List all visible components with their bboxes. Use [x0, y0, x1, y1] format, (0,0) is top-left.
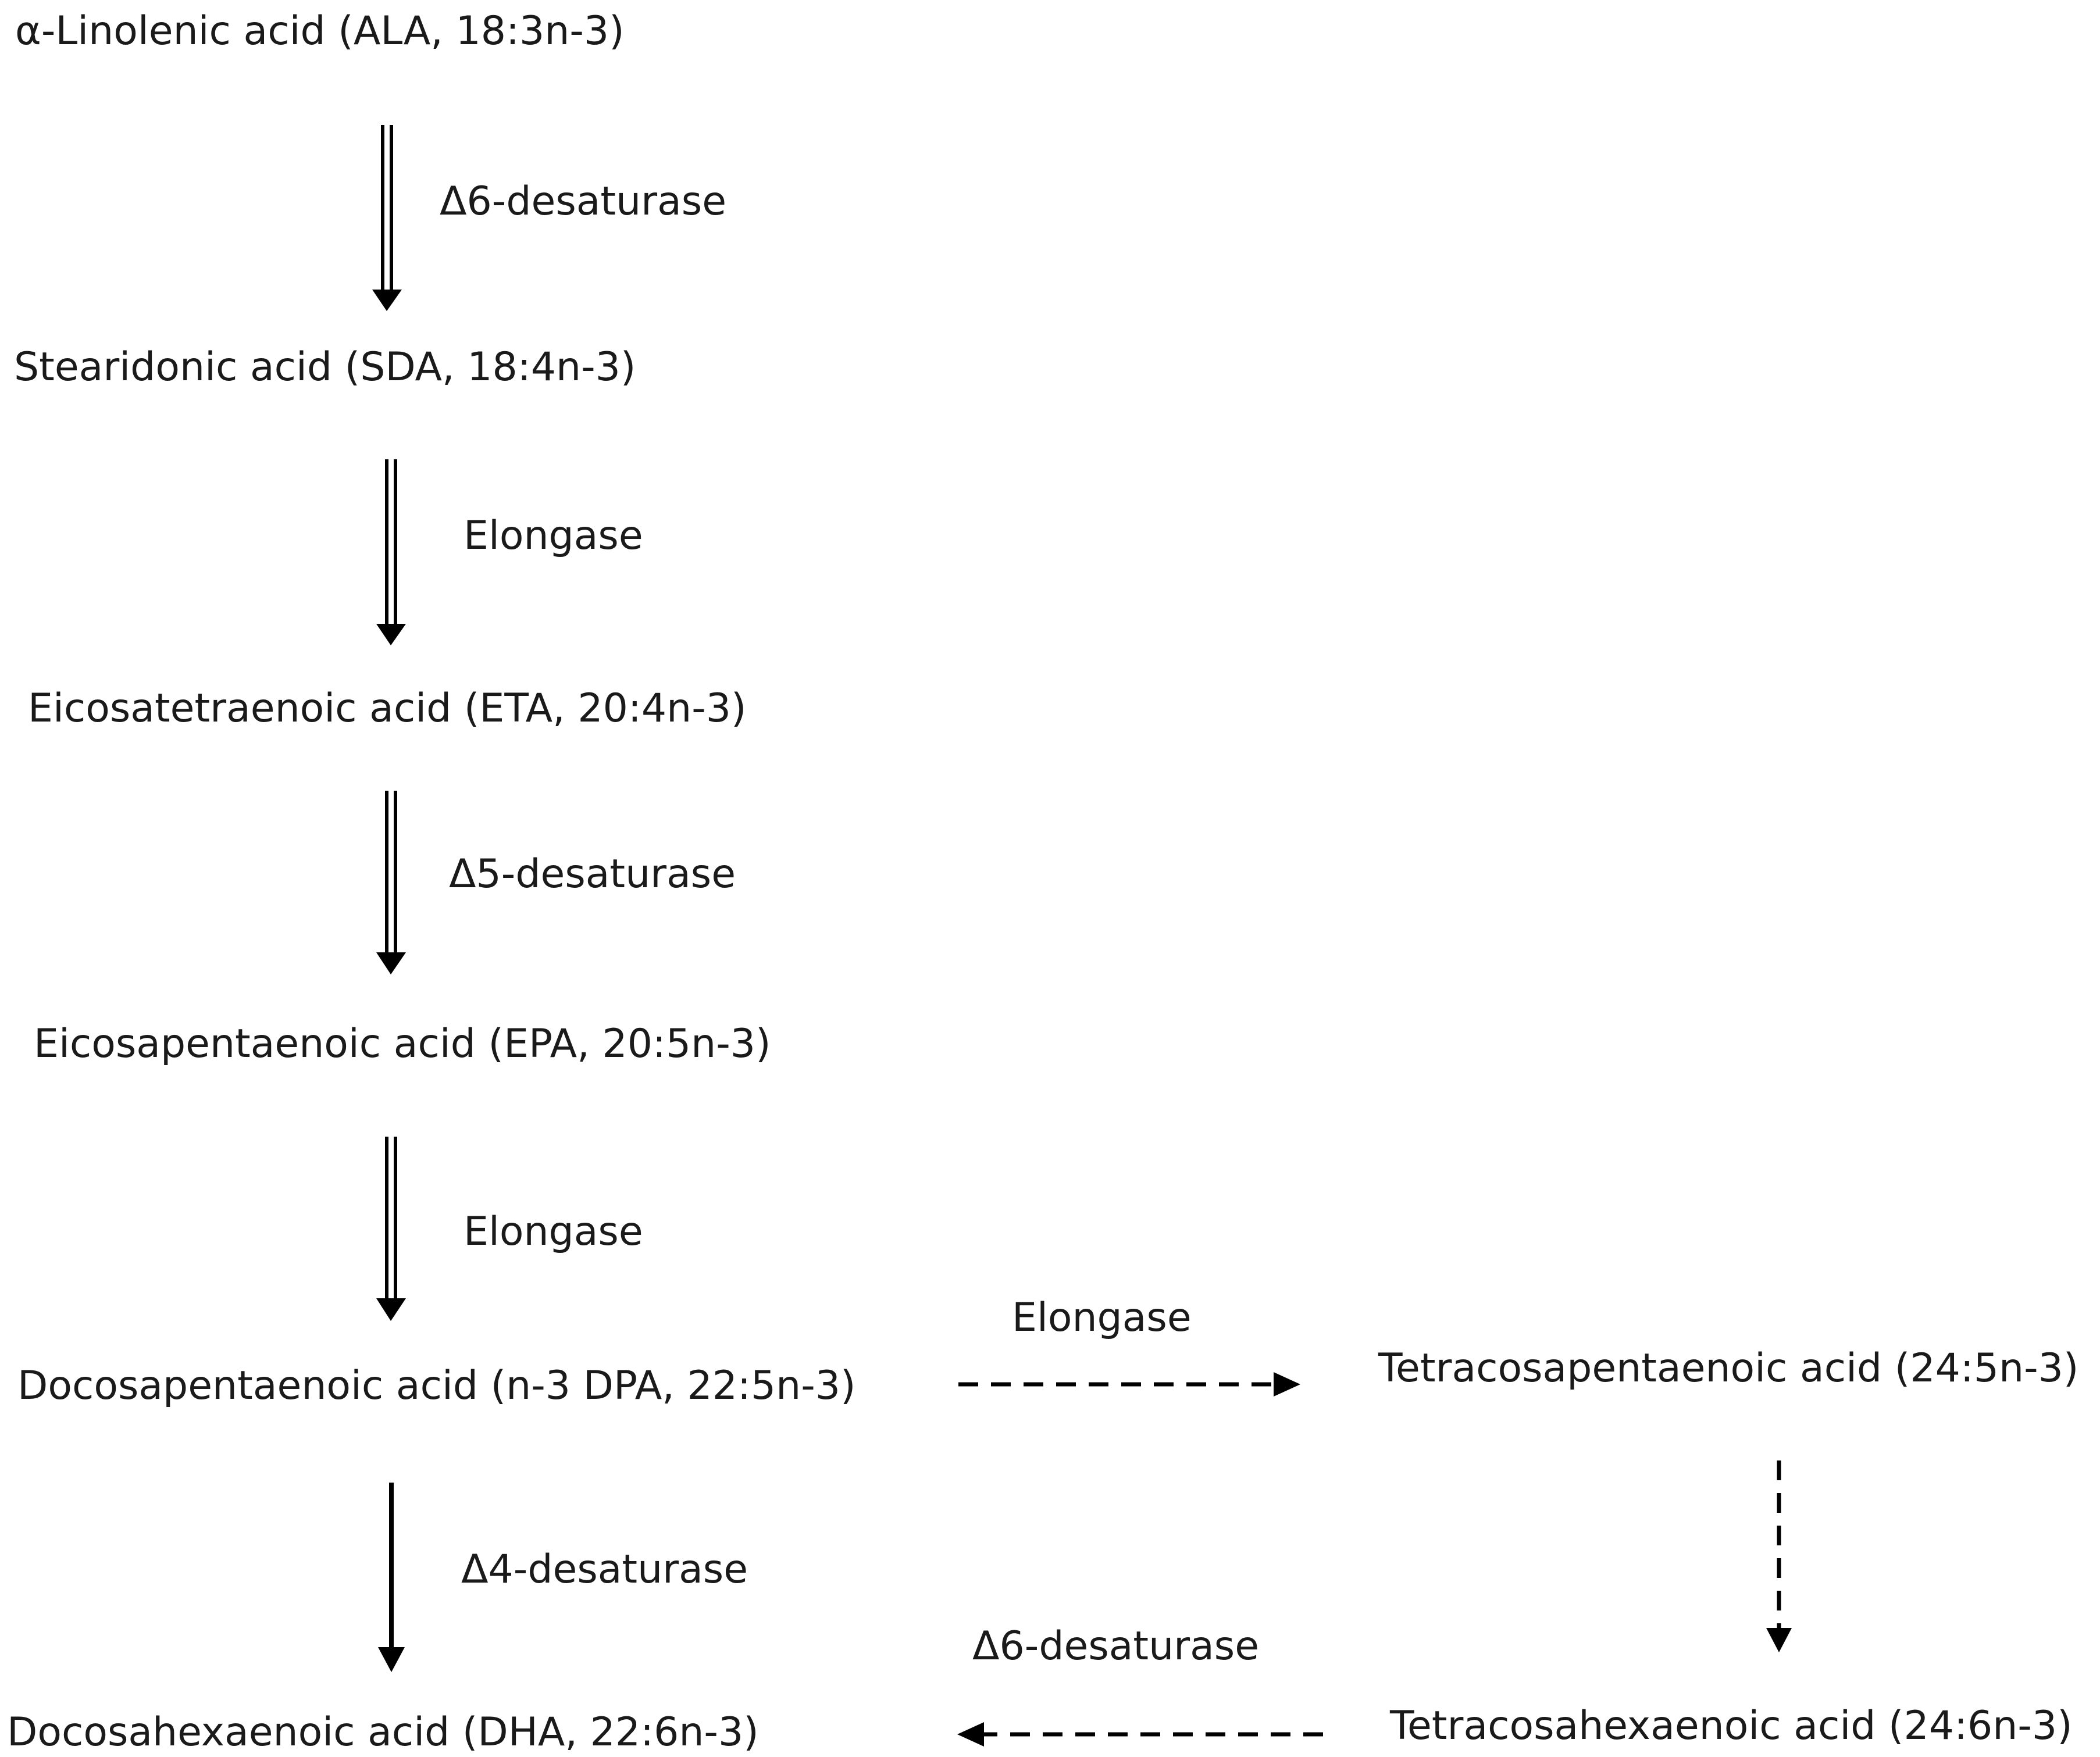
compound-tetracosapentaenoic: Tetracosapentaenoic acid (24:5n-3)	[1378, 1345, 2079, 1391]
arrow-dpa-to-tpa	[958, 1372, 1300, 1397]
arrow-sda-to-eta	[376, 459, 406, 645]
arrow-tha-to-dha	[957, 1722, 1323, 1747]
arrow-tpa-to-tha	[1766, 1460, 1792, 1652]
arrow-ala-to-sda	[372, 125, 402, 311]
compound-tetracosahexaenoic: Tetracosahexaenoic acid (24:6n-3)	[1390, 1703, 2073, 1749]
compound-sda: Stearidonic acid (SDA, 18:4n-3)	[14, 344, 636, 390]
arrow-eta-to-epa	[376, 791, 406, 974]
compound-epa: Eicosapentaenoic acid (EPA, 20:5n-3)	[34, 1021, 771, 1067]
compound-dpa: Docosapentaenoic acid (n-3 DPA, 22:5n-3)	[17, 1363, 856, 1409]
enzyme-delta5-desaturase: Δ5-desaturase	[449, 851, 736, 897]
enzyme-elongase-epa: Elongase	[464, 1209, 643, 1255]
compound-eta: Eicosatetraenoic acid (ETA, 20:4n-3)	[28, 685, 747, 731]
compound-dha: Docosahexaenoic acid (DHA, 22:6n-3)	[7, 1709, 759, 1755]
enzyme-delta6-desaturase-tha: Δ6-desaturase	[972, 1623, 1260, 1669]
enzyme-delta4-desaturase: Δ4-desaturase	[461, 1547, 748, 1592]
arrow-dpa-to-dha	[378, 1483, 405, 1672]
arrow-epa-to-dpa	[376, 1137, 406, 1321]
enzyme-elongase-sda: Elongase	[464, 513, 643, 559]
enzyme-delta6-desaturase-ala: Δ6-desaturase	[440, 178, 727, 224]
enzyme-elongase-dpa: Elongase	[1012, 1295, 1192, 1341]
compound-ala: α-Linolenic acid (ALA, 18:3n-3)	[15, 8, 625, 54]
